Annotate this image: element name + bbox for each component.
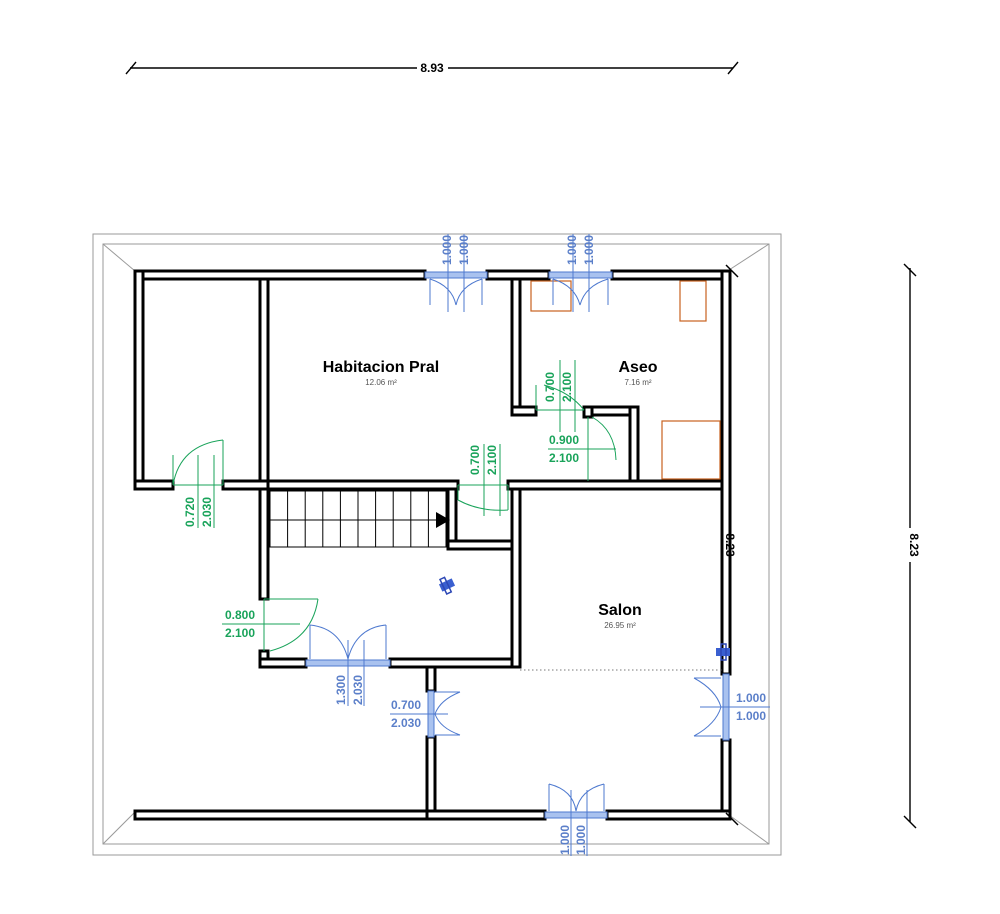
svg-text:0.720: 0.720 [183,497,197,527]
svg-text:2.030: 2.030 [200,497,214,527]
svg-text:2.030: 2.030 [391,716,421,730]
annotation-bath-inner-door: 0.900 2.100 [548,433,616,465]
room-name: Aseo [618,359,657,376]
svg-text:1.000: 1.000 [565,235,579,265]
annotation-small-door: 0.700 2.030 [390,698,448,730]
room-name: Habitacion Pral [323,359,439,376]
svg-text:0.700: 0.700 [391,698,421,712]
room-name: Salon [598,602,642,619]
staircase [269,490,450,548]
plot-boundary [92,233,782,856]
svg-text:0.700: 0.700 [543,372,557,402]
svg-text:1.300: 1.300 [334,675,348,705]
inner-height-label: 8.23 [723,533,737,557]
svg-text:1.000: 1.000 [582,235,596,265]
dimension-height: 8.23 [903,263,921,829]
svg-text:1.000: 1.000 [457,235,471,265]
radiator-icon-right [716,643,730,661]
room-area: 12.06 m² [365,378,397,387]
svg-text:1.000: 1.000 [736,691,766,705]
sanitary-fixtures [530,280,721,480]
width-label: 8.93 [420,61,444,75]
radiator-icon [438,576,456,595]
svg-text:0.800: 0.800 [225,608,255,622]
room-area: 26.95 m² [604,621,636,630]
annotation-bed-door: 0.700 2.100 [468,444,501,516]
svg-text:1.000: 1.000 [558,825,572,855]
annotation-salon-window-right: 1.000 1.000 [700,691,770,723]
annotation-bath-window: 1.000 1.000 [565,234,596,312]
svg-text:2.100: 2.100 [225,626,255,640]
room-habitacion: Habitacion Pral 12.06 m² [323,359,439,387]
svg-text:1.000: 1.000 [736,709,766,723]
svg-text:2.030: 2.030 [351,675,365,705]
room-salon: Salon 26.95 m² [598,602,642,630]
annotation-bed-window: 1.000 1.000 [440,234,471,312]
svg-text:2.100: 2.100 [485,445,499,475]
svg-text:2.100: 2.100 [549,451,579,465]
svg-text:0.700: 0.700 [468,445,482,475]
annotation-entry-door: 1.300 2.030 [334,640,365,706]
svg-text:0.900: 0.900 [549,433,579,447]
svg-text:1.000: 1.000 [574,825,588,855]
svg-text:1.000: 1.000 [440,235,454,265]
svg-text:2.100: 2.100 [560,372,574,402]
annotation-salon-window-bottom: 1.000 1.000 [558,790,588,856]
room-aseo: Aseo 7.16 m² [618,359,657,387]
annotation-bath-door: 0.700 2.100 [543,360,576,432]
room-area: 7.16 m² [624,378,651,387]
annotation-left-room-door: 0.720 2.030 [183,455,215,528]
height-label: 8.23 [907,533,921,557]
dimension-width: 8.93 [125,61,739,75]
annotation-hall-door: 0.800 2.100 [222,608,300,640]
